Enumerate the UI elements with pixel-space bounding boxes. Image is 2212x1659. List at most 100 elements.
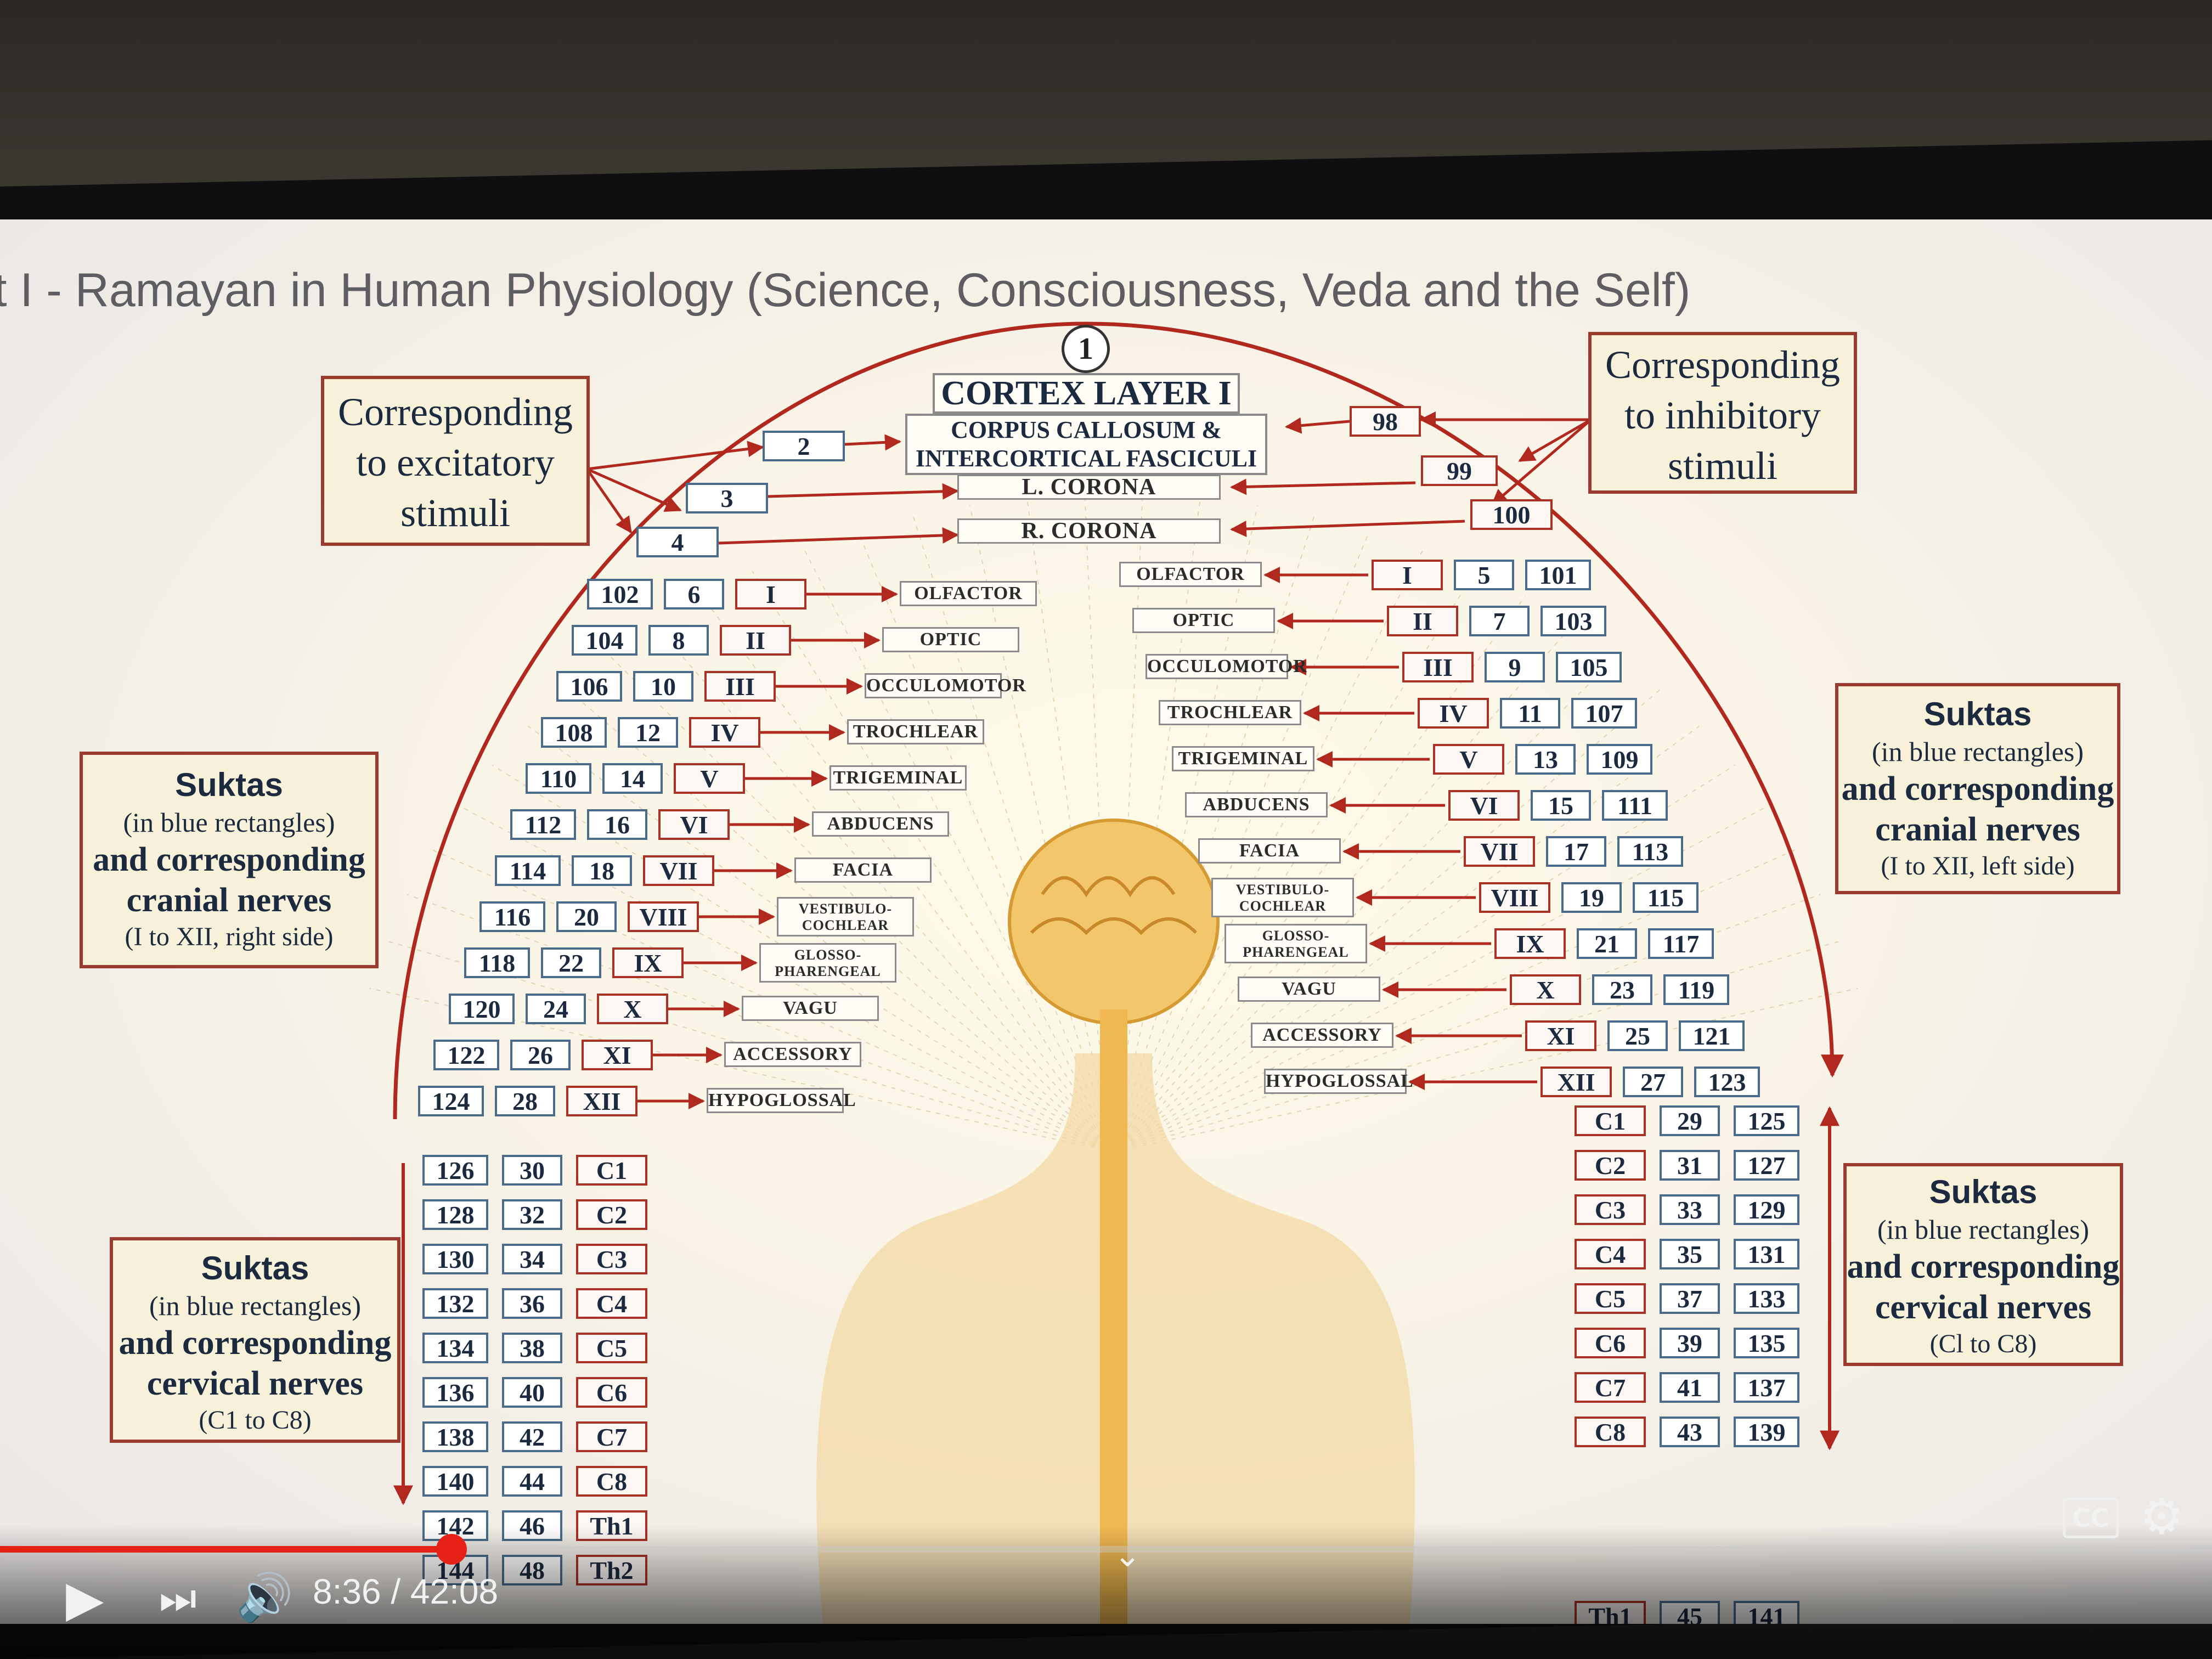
sukta-box: 6	[664, 579, 724, 610]
diagram-lines	[369, 321, 1858, 1624]
cranial-nerve-numeral: VIII	[1479, 882, 1550, 913]
sukta-box: 25	[1607, 1020, 1668, 1051]
cranial-nerve-numeral: VII	[643, 855, 714, 886]
closed-captions-icon[interactable]: CC	[2063, 1498, 2119, 1538]
sukta-box: 39	[1660, 1328, 1720, 1358]
sukta-box: 133	[1734, 1283, 1799, 1314]
sukta-box: 129	[1734, 1194, 1799, 1225]
cranial-nerve-numeral: II	[720, 625, 791, 656]
cranial-nerve-name: TROCHLEAR	[847, 719, 984, 744]
sukta-box: 122	[433, 1040, 499, 1070]
sukta-box: 121	[1679, 1020, 1745, 1051]
sukta-box: 137	[1734, 1372, 1799, 1403]
cervical-nerve-label: C3	[576, 1244, 647, 1274]
cranial-nerve-numeral: I	[735, 579, 806, 610]
sukta-box: 104	[572, 625, 637, 656]
sukta-box: 15	[1531, 790, 1591, 821]
suktas-cervical-left-line-3: and corresponding	[119, 1324, 392, 1362]
sukta-box: 17	[1546, 836, 1606, 867]
inhibitory-label: Corresponding to inhibitory stimuli	[1588, 332, 1857, 494]
sukta-box: 30	[502, 1155, 562, 1186]
suktas-cervical-left-line-1: Suktas	[201, 1250, 309, 1286]
cranial-nerve-name: FACIA	[794, 857, 932, 883]
gear-icon[interactable]: ⚙	[2140, 1488, 2184, 1545]
suktas-cervical-left-label: Suktas (in blue rectangles) and correspo…	[110, 1237, 400, 1443]
cranial-nerve-numeral: IV	[1418, 698, 1489, 729]
sukta-box: 116	[479, 901, 545, 932]
progress-bar-played	[0, 1546, 452, 1553]
cervical-nerve-label: C7	[576, 1421, 647, 1452]
sukta-box: 130	[422, 1244, 488, 1274]
progress-bar[interactable]	[0, 1546, 2212, 1553]
cervical-nerve-label: C2	[1575, 1150, 1646, 1181]
time-total: 42:08	[410, 1572, 499, 1611]
cranial-nerve-name: ACCESSORY	[1251, 1023, 1393, 1048]
cranial-nerve-numeral: VII	[1464, 836, 1535, 867]
cranial-nerve-name: TRIGEMINAL	[830, 765, 967, 791]
sukta-box: 138	[422, 1421, 488, 1452]
volume-icon[interactable]: 🔊	[236, 1570, 294, 1624]
sukta-box: 24	[526, 994, 586, 1024]
sukta-box: 120	[449, 994, 515, 1024]
sukta-box-98: 98	[1350, 406, 1421, 437]
suktas-cervical-left-line-4: cervical nerves	[146, 1365, 364, 1402]
sukta-box: 8	[648, 625, 709, 656]
sukta-box: 37	[1660, 1283, 1720, 1314]
cranial-nerve-name: FACIA	[1198, 838, 1341, 864]
sukta-box: 32	[502, 1199, 562, 1230]
cervical-nerve-label: C3	[1575, 1194, 1646, 1225]
sukta-box: 127	[1734, 1150, 1799, 1181]
suktas-cranial-left-line-3: and corresponding	[1841, 770, 2114, 808]
cervical-nerve-label: C8	[1575, 1417, 1646, 1447]
suktas-cervical-right-line-1: Suktas	[1929, 1173, 2038, 1210]
cranial-nerve-name: ACCESSORY	[724, 1042, 861, 1067]
cervical-nerve-label: C7	[1575, 1372, 1646, 1403]
sukta-box: 107	[1571, 698, 1637, 729]
sukta-box: 118	[464, 947, 530, 978]
cranial-nerve-name: OCCULOMOTOR	[1146, 654, 1307, 679]
sukta-box: 102	[587, 579, 653, 610]
suktas-cervical-right-line-3: and corresponding	[1847, 1248, 2120, 1285]
video-frame[interactable]: rt I - Ramayan in Human Physiology (Scie…	[0, 219, 2212, 1624]
cervical-nerve-label: C8	[576, 1466, 647, 1497]
cranial-nerve-numeral: IX	[1494, 928, 1566, 959]
cranial-nerve-name: HYPOGLOSSAL	[707, 1088, 856, 1113]
sukta-box: 113	[1617, 836, 1683, 867]
suktas-cervical-right-line-2: (in blue rectangles)	[1877, 1214, 2089, 1245]
l-corona-box: L. CORONA	[957, 475, 1221, 500]
suktas-cranial-right-label: Suktas (in blue rectangles) and correspo…	[80, 752, 379, 968]
sukta-box: 13	[1515, 744, 1576, 775]
sukta-box: 111	[1602, 790, 1668, 821]
cranial-nerve-name: OCCULOMOTOR	[865, 673, 1026, 698]
sukta-box-100: 100	[1470, 499, 1553, 530]
sukta-box: 132	[422, 1288, 488, 1319]
sukta-box-99: 99	[1421, 455, 1498, 486]
sukta-box: 31	[1660, 1150, 1720, 1181]
skip-next-icon[interactable]: ⏭	[159, 1573, 197, 1622]
cranial-nerve-numeral: III	[1402, 652, 1474, 682]
play-icon[interactable]: ▶	[66, 1570, 104, 1628]
sukta-box: 134	[422, 1333, 488, 1363]
chevron-down-icon[interactable]: ⌄	[1114, 1536, 1142, 1575]
sukta-box: 18	[572, 855, 632, 886]
progress-scrubber-handle[interactable]	[436, 1534, 467, 1565]
sukta-box: 139	[1734, 1417, 1799, 1447]
suktas-cranial-right-line-5: (I to XII, right side)	[125, 922, 334, 951]
sukta-box: 117	[1648, 928, 1714, 959]
sukta-box: 108	[541, 717, 607, 748]
cranial-nerve-name: OPTIC	[1132, 608, 1275, 633]
cervical-nerve-label: C6	[576, 1377, 647, 1408]
suktas-cranial-left-line-5: (I to XII, left side)	[1881, 851, 2075, 881]
cranial-nerve-numeral: VI	[658, 809, 730, 840]
cranial-nerve-numeral: III	[704, 671, 776, 702]
cortex-block: CORTEX LAYER I CORPUS CALLOSUM & INTERCO…	[905, 373, 1267, 475]
cranial-nerve-numeral: V	[674, 763, 745, 794]
inhibitory-line-1: Corresponding	[1605, 343, 1840, 387]
cranial-nerve-numeral: XII	[566, 1086, 637, 1116]
inhibitory-line-3: stimuli	[1667, 444, 1778, 488]
sukta-box: 109	[1587, 744, 1652, 775]
cranial-nerve-numeral: V	[1433, 744, 1504, 775]
cervical-nerve-label: C5	[1575, 1283, 1646, 1314]
sukta-box: 115	[1633, 882, 1699, 913]
suktas-cranial-right-line-3: and corresponding	[93, 841, 365, 878]
